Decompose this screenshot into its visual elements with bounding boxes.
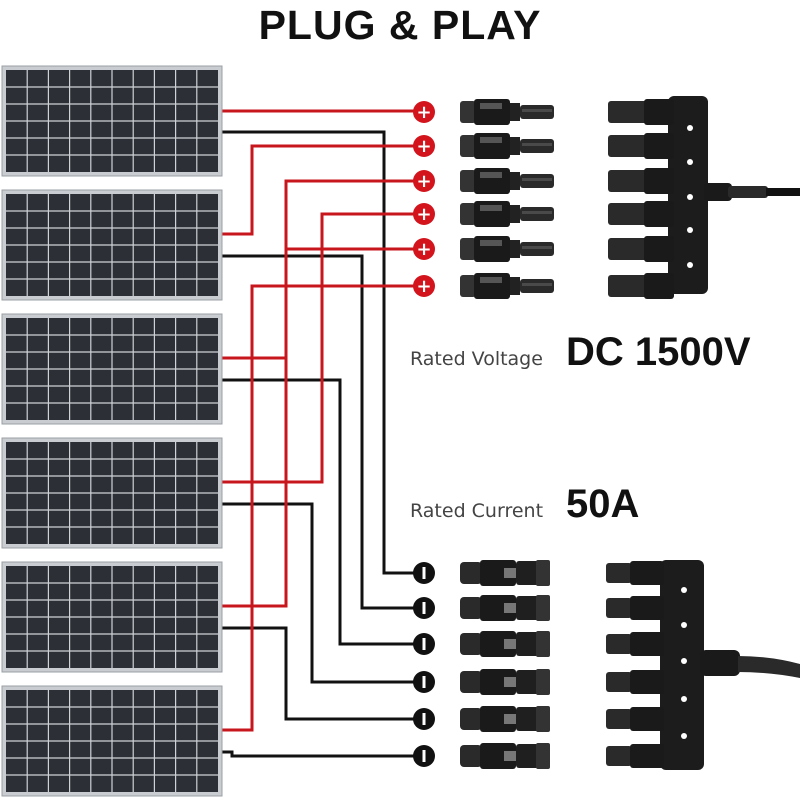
rated-current-label: Rated Current <box>410 500 544 522</box>
positive-wire <box>222 144 424 236</box>
mc4-male-connector-icon <box>460 168 554 194</box>
minus-icon <box>413 562 435 584</box>
negative-wire <box>222 502 424 684</box>
minus-icon <box>413 671 435 693</box>
solar-panel-icon <box>1 313 223 425</box>
svg-text:+: + <box>416 204 431 225</box>
rated-voltage-label: Rated Voltage <box>410 348 543 370</box>
solar-panel-icon <box>1 561 223 673</box>
solar-panel-icon <box>1 685 223 797</box>
mc4-female-connector-icon <box>460 595 550 621</box>
minus-icon <box>413 633 435 655</box>
mc4-female-connector-icon <box>460 743 550 769</box>
positive-wire <box>222 284 424 732</box>
mc4-male-connector-icon <box>460 236 554 262</box>
negative-wire <box>222 254 424 610</box>
svg-text:+: + <box>416 136 431 157</box>
positive-wire <box>222 247 424 608</box>
negative-wire <box>222 750 424 758</box>
solar-panel-icon <box>1 189 223 301</box>
mc4-male-connector-icon <box>460 133 554 159</box>
plus-icon: + <box>413 275 435 297</box>
minus-icon <box>413 597 435 619</box>
negative-wire <box>222 378 424 646</box>
solar-panel-icon <box>1 65 223 177</box>
rated-voltage-value: DC 1500V <box>566 330 751 374</box>
mc4-male-connector-icon <box>460 201 554 227</box>
svg-text:+: + <box>416 102 431 123</box>
plus-icon: + <box>413 238 435 260</box>
wire-group <box>222 109 424 758</box>
plus-icon: + <box>413 101 435 123</box>
branch-connector-icon <box>608 96 800 305</box>
plus-icon: + <box>413 170 435 192</box>
svg-text:+: + <box>416 276 431 297</box>
svg-text:+: + <box>416 171 431 192</box>
minus-icon <box>413 745 435 767</box>
mc4-male-connector-icon <box>460 99 554 125</box>
minus-icon <box>413 708 435 730</box>
positive-wire <box>222 212 424 484</box>
mc4-female-connector-icon <box>460 631 550 657</box>
mc4-female-connector-icon <box>460 560 550 586</box>
rated-current-value: 50A <box>566 482 640 526</box>
negative-wire <box>222 130 424 575</box>
mc4-female-connector-icon <box>460 669 550 695</box>
svg-text:+: + <box>416 239 431 260</box>
negative-wire <box>222 626 424 721</box>
solar-panel-icon <box>1 437 223 549</box>
mc4-female-connector-icon <box>460 706 550 732</box>
page-title: PLUG & PLAY <box>258 2 542 48</box>
mc4-male-connector-icon <box>460 273 554 299</box>
plus-icon: + <box>413 135 435 157</box>
branch-connector-icon <box>606 560 800 776</box>
plus-icon: + <box>413 203 435 225</box>
